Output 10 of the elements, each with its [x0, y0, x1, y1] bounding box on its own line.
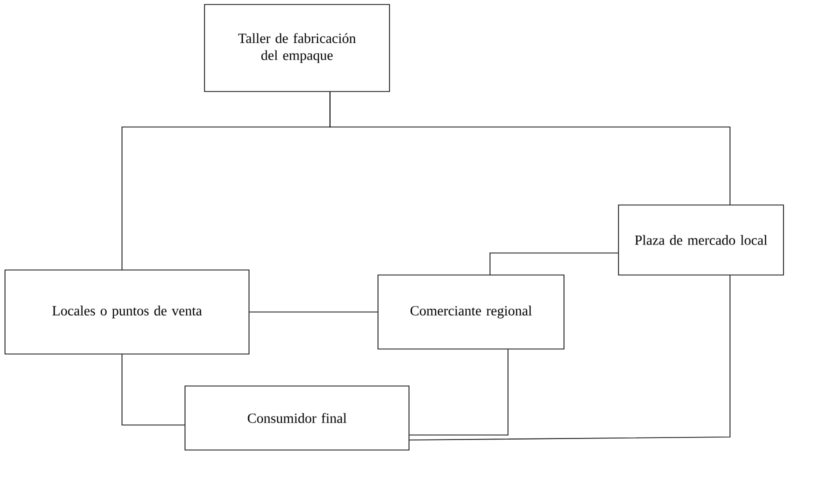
- box: Comerciante regional: [378, 274, 564, 350]
- box: Consumidor final: [184, 386, 410, 450]
- connector-line: [409, 349, 508, 436]
- box: Locales o puntos de venta: [4, 270, 250, 354]
- box: Plaza de mercado local: [618, 204, 784, 276]
- connector-line: [330, 92, 730, 205]
- connector-line: [122, 354, 186, 426]
- box: Taller de fabricación del empaque: [204, 4, 390, 92]
- connector-line: [409, 275, 730, 440]
- connector-line: [490, 252, 618, 275]
